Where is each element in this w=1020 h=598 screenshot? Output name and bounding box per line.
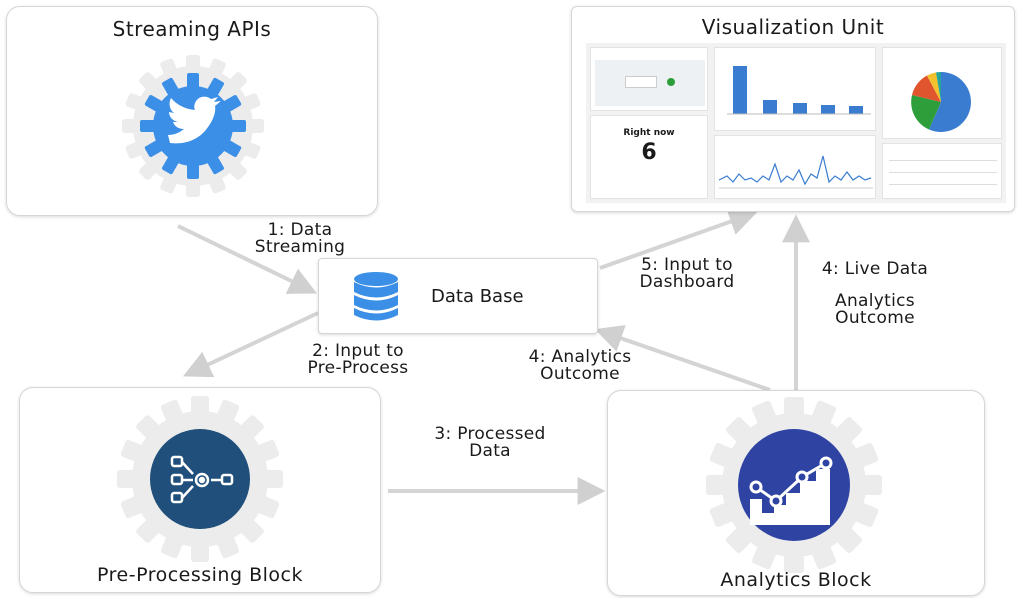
arrow-analytics-to-database: [594, 325, 771, 392]
edge-label-live-data-line2: Analytics: [835, 291, 915, 311]
analytics-block-title: Analytics Block: [720, 569, 872, 591]
pie-slice-green: [911, 95, 941, 130]
arrow-streaming-to-database: [177, 224, 318, 294]
dashboard-screenshot: Right now 6: [586, 43, 1006, 203]
mini-bar-1: [733, 66, 747, 114]
arrow-database-to-preprocessing: [182, 311, 319, 378]
edge-label-processed-data-line2: Data: [469, 441, 511, 461]
preprocessing-block-box: Pre-Processing Block: [19, 387, 381, 593]
right-now-label: Right now: [623, 128, 675, 138]
dashboard-pie-card: [882, 47, 1002, 139]
edge-label-processed-data-line1: 3: Processed: [434, 424, 546, 444]
database-title: Data Base: [431, 286, 524, 307]
dashboard-bar-card: [714, 47, 876, 131]
edge-label-input-to-dashboard: 5: Input to Dashboard: [612, 257, 762, 291]
edge-label-input-to-dashboard-line1: 5: Input to: [641, 255, 733, 275]
edge-label-processed-data: 3: Processed Data: [400, 426, 580, 460]
edge-label-input-to-preprocess: 2: Input to Pre-Process: [268, 343, 448, 377]
edge-label-input-to-preprocess-line2: Pre-Process: [307, 358, 409, 378]
edge-label-live-data-line3: Outcome: [835, 308, 915, 328]
analytics-block-box: Analytics Block: [607, 390, 985, 596]
edge-label-analytics-outcome-line1: 4: Analytics: [528, 347, 632, 367]
dashboard-map-card: [590, 47, 708, 111]
edge-label-live-data: 4: Live Data Analytics Outcome: [800, 261, 950, 327]
visualization-unit-box: Visualization Unit Right now 6: [571, 6, 1015, 212]
edge-label-data-streaming-line1: 1: Data: [267, 220, 333, 240]
preprocessing-block-title: Pre-Processing Block: [97, 564, 303, 586]
database-box: Data Base: [318, 258, 598, 334]
streaming-apis-box: Streaming APIs: [6, 6, 378, 216]
line-chart-icon: [704, 395, 884, 575]
arrow-database-to-visualization: [599, 208, 758, 270]
mini-bar-5: [849, 106, 863, 114]
twitter-bird-icon: [118, 51, 268, 201]
edge-label-data-streaming-line2: Streaming: [254, 237, 346, 257]
right-now-value: 6: [641, 140, 657, 165]
dashboard-table-card: [882, 143, 1002, 199]
edge-label-data-streaming: 1: Data Streaming: [230, 222, 370, 256]
visualization-unit-title: Visualization Unit: [701, 15, 885, 39]
edge-label-input-to-dashboard-line2: Dashboard: [639, 272, 735, 292]
mini-bar-4: [821, 105, 835, 114]
mini-line-series: [718, 155, 872, 186]
edge-label-analytics-outcome: 4: Analytics Outcome: [495, 349, 665, 383]
workflow-nodes-icon: [115, 394, 285, 564]
pie-slice-orange: [912, 75, 941, 102]
pie-slice-teal: [936, 71, 941, 102]
edge-label-live-data-line1: 4: Live Data: [821, 259, 929, 279]
mini-bar-2: [763, 100, 777, 114]
mini-bar-3: [793, 103, 807, 114]
dashboard-right-now-card: Right now 6: [590, 115, 708, 199]
database-icon: [354, 272, 398, 321]
pie-slice-blue: [929, 72, 971, 132]
edge-label-input-to-preprocess-line1: 2: Input to: [312, 341, 404, 361]
dashboard-line-card: [714, 135, 876, 199]
edge-label-analytics-outcome-line2: Outcome: [540, 364, 620, 384]
streaming-apis-title: Streaming APIs: [112, 17, 272, 41]
pie-slice-yellow: [927, 72, 941, 102]
